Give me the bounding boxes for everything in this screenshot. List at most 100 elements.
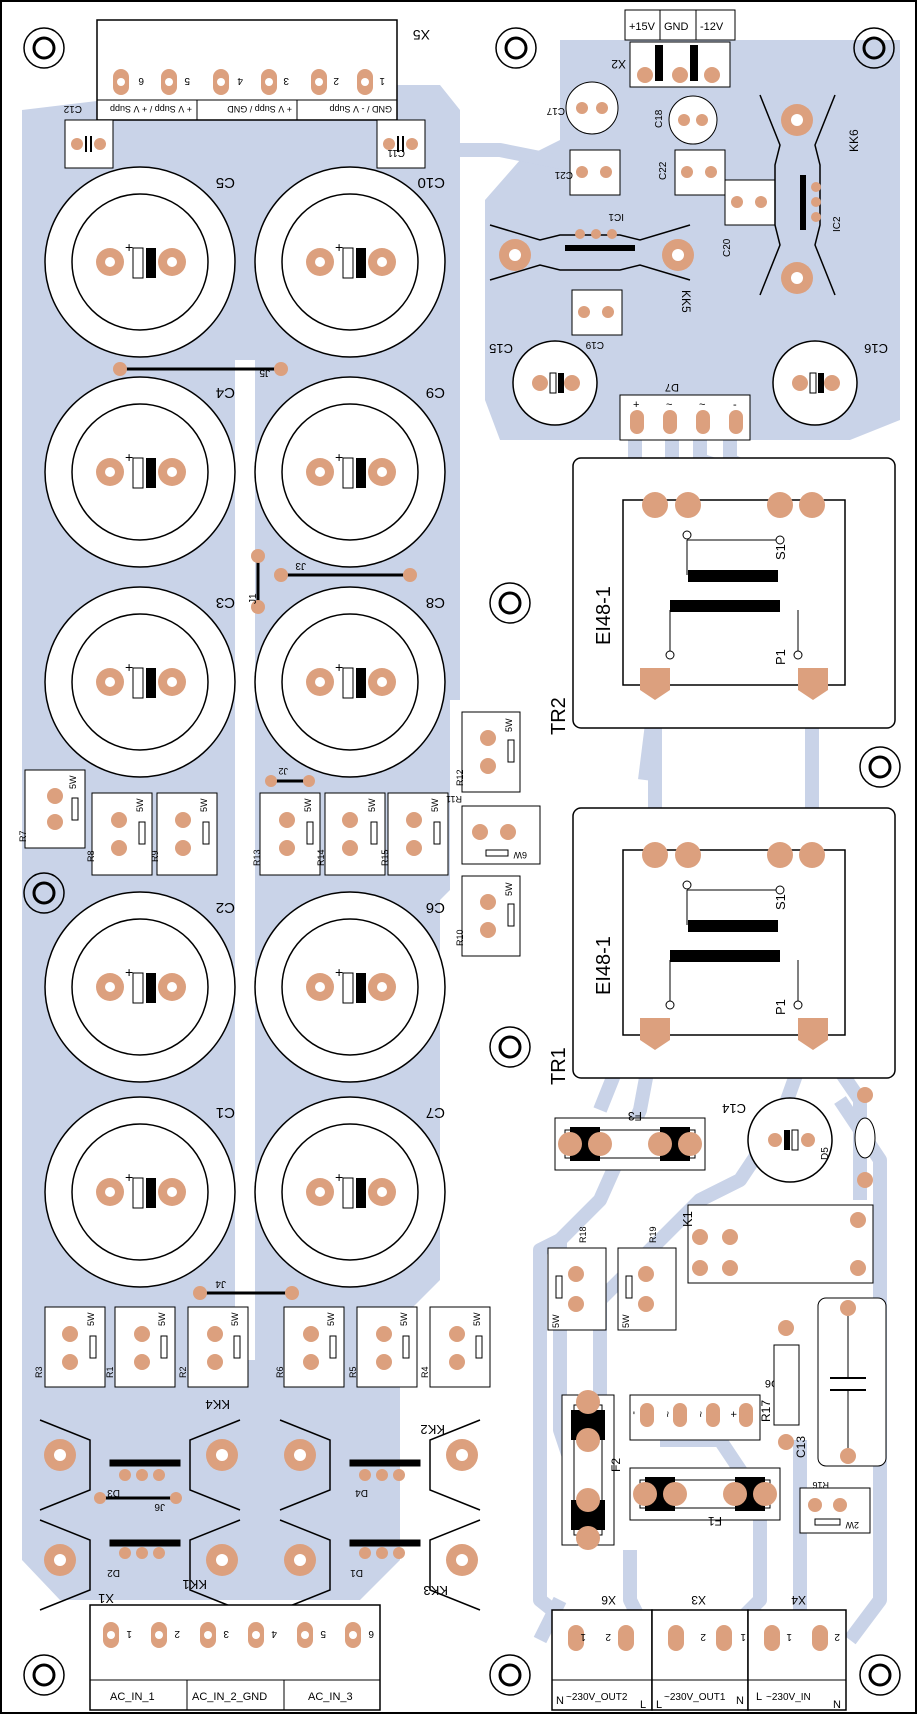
svg-text:5W: 5W: [199, 798, 209, 812]
svg-text:C17: C17: [546, 105, 565, 116]
resistor-r19: R19 5W: [617, 1226, 677, 1331]
svg-text:~: ~: [699, 399, 705, 411]
svg-text:2: 2: [700, 1631, 706, 1642]
capacitor-c3: +: [44, 586, 236, 778]
svg-text:IC1: IC1: [608, 211, 624, 222]
heatsink-kk5: IC1 KK5: [489, 211, 694, 313]
x2-label-minus12: -12V: [700, 21, 724, 33]
svg-text:L: L: [640, 1699, 646, 1711]
svg-text:R14: R14: [316, 849, 326, 866]
svg-text:+: +: [335, 449, 343, 465]
mounting-hole: [859, 746, 901, 788]
resistor-r16: R16 2W: [799, 1480, 871, 1534]
svg-text:J1: J1: [248, 593, 259, 604]
x5-pin-2: 2: [333, 75, 339, 86]
svg-text:C16: C16: [864, 341, 888, 356]
label-c8: C8: [426, 594, 445, 611]
svg-text:~230V_OUT1: ~230V_OUT1: [664, 1692, 726, 1703]
svg-text:C20: C20: [722, 238, 733, 257]
resistor-r4: 5W R4: [420, 1306, 491, 1388]
capacitor-c2: +: [44, 891, 236, 1083]
resistor-r7: 5W R7: [18, 769, 86, 849]
jumper-j6: J6: [94, 1492, 182, 1512]
svg-text:R4: R4: [420, 1366, 430, 1378]
svg-text:F3: F3: [628, 1109, 642, 1123]
svg-text:J3: J3: [295, 560, 306, 571]
capacitor-c19: C19: [571, 289, 623, 350]
svg-text:5W: 5W: [157, 1312, 167, 1326]
svg-text:C19: C19: [585, 339, 604, 350]
capacitor-c20: C20: [722, 179, 776, 257]
svg-text:TR2: TR2: [548, 697, 570, 735]
resistor-r2: 5W R2: [178, 1306, 249, 1388]
resistors-middle: 5W R7 5W R8 5W R9 5W R13: [18, 711, 541, 957]
svg-text:R10: R10: [455, 929, 465, 946]
big-capacitor-labels: C5 C10 C4 C9 C3 C8 C2 C6 C1 C7: [216, 174, 445, 1121]
heatsink-kk2: KK2 D4: [279, 1419, 481, 1511]
capacitor-c4: +: [44, 376, 236, 568]
svg-text:P1: P1: [773, 999, 788, 1015]
svg-text:5W: 5W: [504, 882, 514, 896]
svg-text:5W: 5W: [367, 798, 377, 812]
svg-text:D7: D7: [665, 381, 679, 393]
resistor-r15: 5W R15: [380, 792, 449, 876]
x5-pin-6: 6: [138, 75, 144, 86]
mounting-hole: [859, 1654, 901, 1696]
capacitor-c12: C12: [63, 103, 114, 169]
svg-text:R17: R17: [759, 1400, 773, 1422]
svg-text:1: 1: [126, 1628, 132, 1639]
connector-x3: X3 2 1 L ~230V_OUT1 N: [651, 1593, 749, 1711]
connector-x5: X5 6 5 4 3 2 1 + V Supp / + V Supp + V S…: [96, 19, 430, 121]
label-c5: C5: [216, 174, 235, 191]
fuse-f1: F1: [629, 1467, 781, 1528]
svg-text:R8: R8: [86, 850, 96, 862]
heatsinks-lower: KK4 D3 KK2 D4 KK1 D2 KK3: [39, 1397, 481, 1611]
mounting-holes: [23, 27, 901, 1696]
svg-text:C14: C14: [722, 1101, 746, 1116]
resistor-r17: R17: [759, 1320, 800, 1450]
svg-text:5W: 5W: [551, 1314, 561, 1328]
svg-text:+: +: [727, 1411, 739, 1417]
capacitor-c1: +: [44, 1096, 236, 1288]
svg-text:X1: X1: [98, 1591, 114, 1606]
svg-text:+: +: [125, 659, 133, 675]
resistor-r3: 5W R3: [34, 1306, 106, 1388]
svg-text:5W: 5W: [621, 1314, 631, 1328]
svg-text:EI48-1: EI48-1: [593, 586, 615, 645]
svg-text:TR1: TR1: [548, 1047, 570, 1085]
svg-text:D1: D1: [350, 1567, 363, 1578]
svg-text:C13: C13: [794, 1436, 808, 1458]
svg-text:L: L: [656, 1699, 662, 1711]
x5-pin-1: 1: [379, 75, 385, 86]
svg-text:J4: J4: [215, 1278, 226, 1289]
label-c10: C10: [417, 174, 445, 191]
svg-text:+: +: [125, 239, 133, 255]
x5-group-2: + V Supp / GND: [227, 104, 292, 114]
jumper-j1: J1: [248, 549, 265, 614]
heatsink-kk4: KK4 D3: [39, 1397, 241, 1511]
capacitor-c21: C21: [554, 149, 621, 196]
svg-text:N: N: [736, 1695, 744, 1707]
x5-ref: X5: [413, 27, 430, 43]
svg-text:R9: R9: [150, 850, 160, 862]
jumper-j5: J5: [113, 362, 288, 378]
mounting-hole: [23, 1654, 65, 1696]
big-capacitors: + + + +: [44, 166, 446, 1288]
svg-text:2: 2: [174, 1628, 180, 1639]
resistor-r9: 5W R9: [150, 792, 218, 876]
x1-label-ac-in-2-gnd: AC_IN_2_GND: [192, 1691, 267, 1703]
resistor-r11: 6W R11: [446, 794, 541, 865]
svg-text:D5: D5: [820, 1147, 831, 1160]
svg-text:IC2: IC2: [832, 216, 843, 232]
svg-text:P1: P1: [773, 649, 788, 665]
x5-group-3: GND / - V Supp: [329, 104, 392, 114]
svg-text:R18: R18: [578, 1226, 588, 1243]
bridge-d6: D6 - ~ ~ +: [628, 1377, 779, 1441]
svg-text:R15: R15: [380, 849, 390, 866]
svg-text:2: 2: [834, 1631, 840, 1642]
x1-label-ac-in-1: AC_IN_1: [110, 1691, 155, 1703]
capacitor-c14: C14: [722, 1097, 833, 1183]
resistor-r1: 5W R1: [105, 1306, 176, 1388]
svg-text:6W: 6W: [513, 850, 527, 860]
svg-text:1: 1: [580, 1631, 586, 1642]
